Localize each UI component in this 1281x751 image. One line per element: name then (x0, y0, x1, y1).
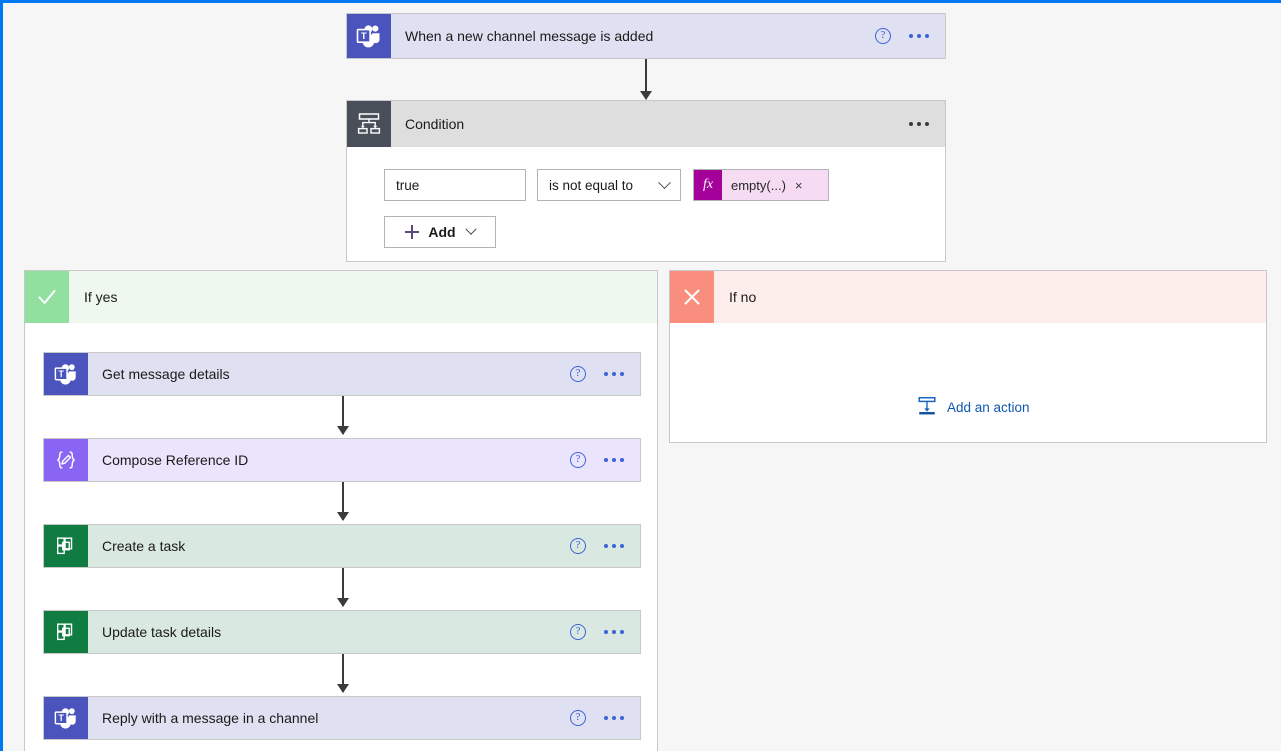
more-options-icon[interactable] (604, 452, 624, 468)
close-icon[interactable]: × (794, 177, 803, 193)
condition-header[interactable]: Condition (347, 101, 945, 147)
help-icon[interactable]: ? (570, 624, 586, 640)
condition-operator-value: is not equal to (549, 177, 634, 193)
branch-if-no-label: If no (729, 289, 757, 305)
condition-title-wrap: Condition (391, 101, 909, 147)
more-options-icon[interactable] (604, 624, 624, 640)
action-title-wrap: Get message details (88, 353, 570, 395)
trigger-title-wrap: When a new channel message is added (391, 14, 875, 58)
teams-icon: T (347, 14, 391, 58)
action-icons: ? (570, 611, 640, 653)
condition-card[interactable]: Condition true is not equal to fx empty(… (346, 100, 946, 262)
action-icons: ? (570, 525, 640, 567)
trigger-actions: ? (875, 14, 945, 58)
connector-trigger-condition (645, 59, 647, 99)
action-card-create-a-task[interactable]: Create a task ? (43, 524, 641, 568)
action-card-get-message-details[interactable]: T Get message details ? (43, 352, 641, 396)
help-icon[interactable]: ? (570, 366, 586, 382)
condition-left-operand-value: true (396, 177, 420, 193)
flow-canvas: T When a new channel message is added ? (3, 3, 1281, 751)
compose-icon (44, 439, 88, 481)
branch-if-no: If no Add an action (669, 270, 1267, 443)
teams-icon: T (44, 353, 88, 395)
action-title-wrap: Reply with a message in a channel (88, 697, 570, 739)
add-action-label: Add an action (947, 400, 1030, 415)
action-title: Get message details (102, 366, 230, 382)
add-condition-button[interactable]: Add (384, 216, 496, 248)
condition-expression-row: true is not equal to fx empty(...) × (347, 147, 945, 201)
help-icon[interactable]: ? (570, 710, 586, 726)
more-options-icon[interactable] (909, 28, 929, 44)
svg-text:T: T (361, 31, 367, 42)
branch-if-yes-label: If yes (84, 289, 118, 305)
planner-icon (44, 611, 88, 653)
action-icons: ? (570, 697, 640, 739)
chevron-down-icon (658, 175, 671, 189)
condition-right-operand-input[interactable]: fx empty(...) × (693, 169, 829, 201)
function-fx-icon: fx (694, 170, 722, 200)
action-card-reply-with-a-message-in-a-channel[interactable]: T Reply with a message in a channel ? (43, 696, 641, 740)
condition-left-operand-input[interactable]: true (384, 169, 526, 201)
close-icon (670, 271, 714, 323)
action-title-wrap: Compose Reference ID (88, 439, 570, 481)
action-icons: ? (570, 439, 640, 481)
action-title-wrap: Update task details (88, 611, 570, 653)
plus-icon (405, 225, 420, 239)
svg-text:T: T (59, 713, 65, 723)
add-an-action-button[interactable]: Add an action (916, 395, 1030, 420)
condition-actions (909, 101, 945, 147)
add-condition-label: Add (428, 224, 456, 240)
more-options-icon[interactable] (909, 116, 929, 132)
planner-icon (44, 525, 88, 567)
condition-operator-dropdown[interactable]: is not equal to (537, 169, 681, 201)
action-card-update-task-details[interactable]: Update task details ? (43, 610, 641, 654)
connector-3 (342, 568, 344, 606)
condition-icon (347, 101, 391, 147)
action-title: Compose Reference ID (102, 452, 249, 468)
connector-2 (342, 482, 344, 520)
action-title-wrap: Create a task (88, 525, 570, 567)
trigger-title: When a new channel message is added (405, 28, 654, 44)
expression-token[interactable]: empty(...) × (722, 170, 828, 200)
action-title: Update task details (102, 624, 222, 640)
chevron-down-icon (464, 223, 477, 235)
help-icon[interactable]: ? (570, 452, 586, 468)
svg-text:T: T (59, 369, 65, 379)
expression-token-label: empty(...) (731, 177, 786, 193)
action-icons: ? (570, 353, 640, 395)
branch-if-yes-header: If yes (25, 271, 657, 323)
action-title: Create a task (102, 538, 186, 554)
more-options-icon[interactable] (604, 366, 624, 382)
help-icon[interactable]: ? (570, 538, 586, 554)
check-icon (25, 271, 69, 323)
branch-if-no-header: If no (670, 271, 1266, 323)
condition-title: Condition (405, 116, 465, 132)
help-icon[interactable]: ? (875, 28, 891, 44)
connector-4 (342, 654, 344, 692)
more-options-icon[interactable] (604, 710, 624, 726)
action-card-compose-reference-id[interactable]: Compose Reference ID ? (43, 438, 641, 482)
add-action-icon (916, 395, 938, 420)
teams-icon: T (44, 697, 88, 739)
action-title: Reply with a message in a channel (102, 710, 319, 726)
more-options-icon[interactable] (604, 538, 624, 554)
branch-if-yes: If yes T Get message details ? (24, 270, 658, 751)
connector-1 (342, 396, 344, 434)
trigger-card[interactable]: T When a new channel message is added ? (346, 13, 946, 59)
